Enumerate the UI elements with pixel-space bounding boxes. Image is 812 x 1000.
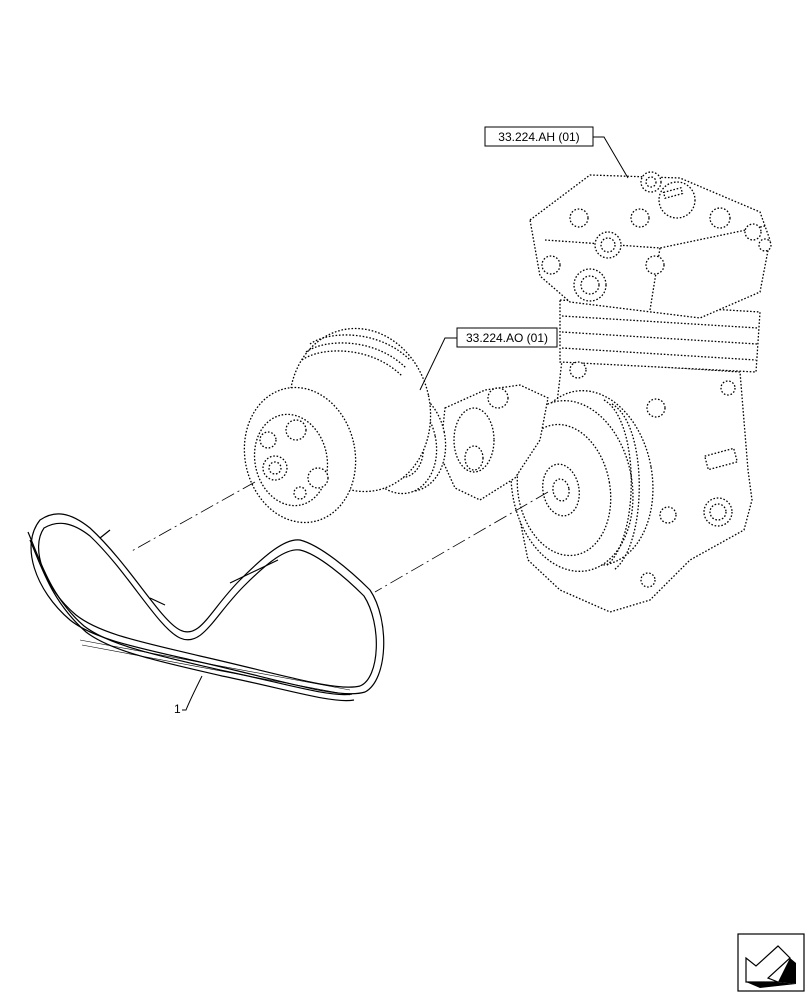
callout-33-224-ah[interactable]: 33.224.AH (01) (484, 126, 629, 179)
part-number-1: 1 (174, 702, 181, 716)
centerline-lower (374, 491, 549, 593)
callout-leader-ah (593, 136, 629, 179)
part-leader-1 (182, 675, 203, 711)
fan-drive-pulley-drawing (243, 327, 432, 524)
compressor-pulley-drawing (510, 390, 654, 572)
centerline-upper (129, 481, 256, 553)
poly-v-belt-drawing (27, 513, 385, 702)
callout-label-ao: 33.224.AO (01) (466, 331, 548, 345)
callout-label-ah: 33.224.AH (01) (498, 130, 579, 144)
part-item-1[interactable]: 1 (174, 675, 203, 716)
navigation-arrow-icon[interactable] (737, 933, 805, 992)
callout-33-224-ao[interactable]: 33.224.AO (01) (419, 327, 558, 391)
tensioner-bracket-drawing (439, 384, 549, 501)
callout-leader-ao (419, 337, 457, 391)
